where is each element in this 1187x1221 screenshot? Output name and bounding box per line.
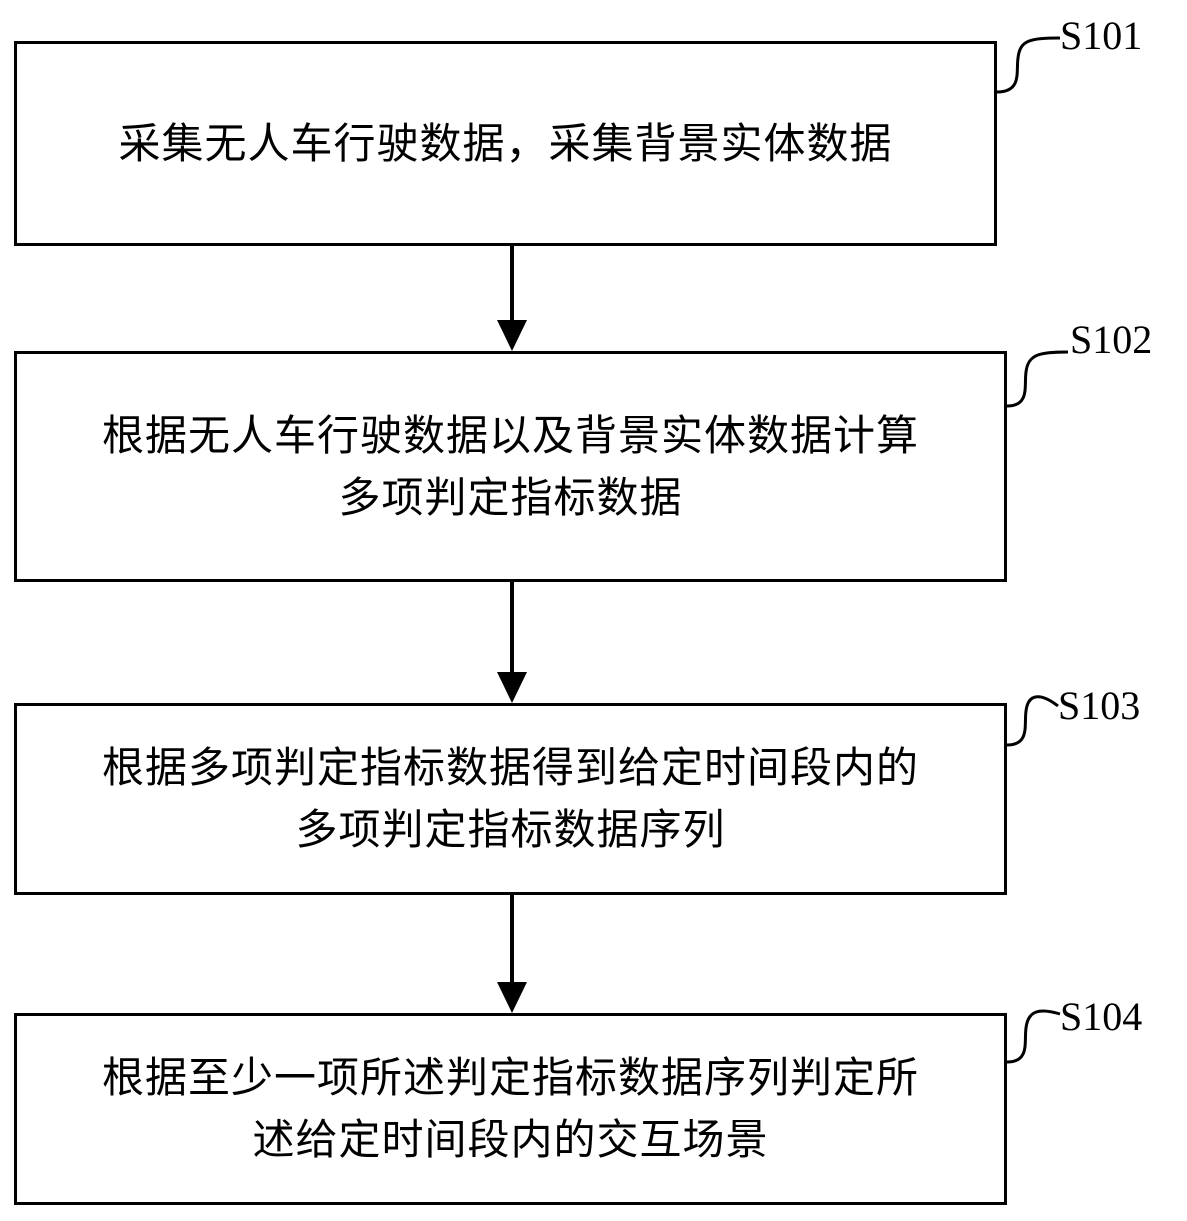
step-text-s104: 根据至少一项所述判定指标数据序列判定所 述给定时间段内的交互场景 bbox=[101, 1053, 919, 1164]
arrowhead-s104 bbox=[497, 982, 527, 1013]
step-label-s101: S101 bbox=[1060, 13, 1143, 58]
step-text-s101: 采集无人车行驶数据，采集背景实体数据 bbox=[118, 118, 893, 168]
arrowhead-s103 bbox=[497, 672, 527, 703]
step-label-s103: S103 bbox=[1058, 683, 1141, 728]
step-box-s101: 采集无人车行驶数据，采集背景实体数据 bbox=[14, 41, 997, 246]
step-box-s102: 根据无人车行驶数据以及背景实体数据计算 多项判定指标数据 bbox=[14, 351, 1007, 582]
step-text-s102: 根据无人车行驶数据以及背景实体数据计算 多项判定指标数据 bbox=[101, 410, 919, 522]
step-box-s104: 根据至少一项所述判定指标数据序列判定所 述给定时间段内的交互场景 bbox=[14, 1013, 1007, 1205]
leader-s104 bbox=[1006, 1009, 1061, 1064]
leader-s101 bbox=[996, 36, 1061, 94]
leader-s103 bbox=[1006, 695, 1059, 747]
arrowhead-s102 bbox=[497, 320, 527, 351]
step-box-s103: 根据多项判定指标数据得到给定时间段内的 多项判定指标数据序列 bbox=[14, 703, 1007, 895]
step-label-s102: S102 bbox=[1070, 317, 1153, 362]
leader-s102 bbox=[1006, 350, 1069, 408]
step-label-s104: S104 bbox=[1060, 994, 1143, 1039]
step-text-s103: 根据多项判定指标数据得到给定时间段内的 多项判定指标数据序列 bbox=[101, 743, 919, 854]
